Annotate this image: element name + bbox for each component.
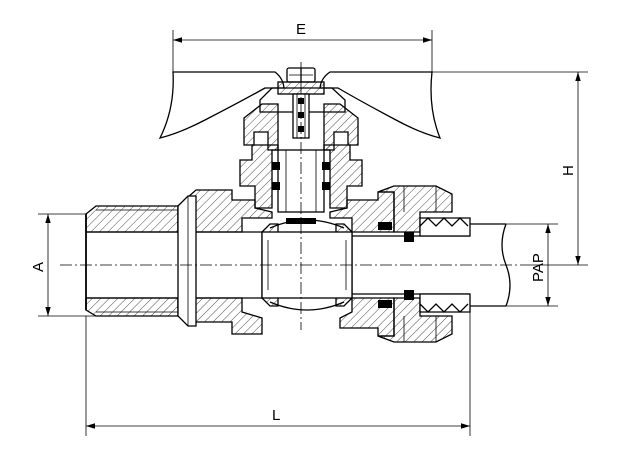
dimension-PAP: PAP	[506, 223, 558, 307]
dimension-label-l: L	[272, 407, 280, 424]
dimension-E: E	[172, 21, 433, 72]
dimension-label-e: E	[296, 21, 306, 38]
handle-hub-section	[243, 103, 359, 151]
dimension-H: H	[432, 71, 588, 266]
valve-ball	[261, 218, 353, 311]
dimension-L: L	[85, 312, 471, 436]
compression-nut	[377, 185, 453, 343]
dimension-label-h: H	[560, 165, 577, 176]
dimension-label-pap: PAP	[530, 253, 547, 282]
centerlines	[60, 62, 520, 330]
inlet-male-thread	[85, 205, 262, 317]
bonnet-section	[239, 144, 363, 213]
stem-o-rings	[272, 162, 330, 190]
compression-insert	[378, 217, 471, 313]
left-hex-flange	[177, 195, 197, 327]
dimension-label-a: A	[30, 262, 47, 272]
